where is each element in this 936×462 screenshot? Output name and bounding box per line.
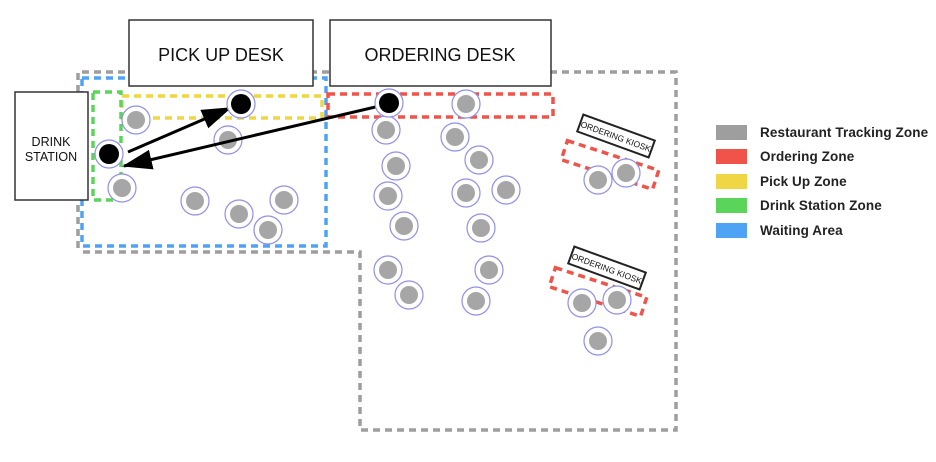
drink-station: DRINK STATION <box>14 91 89 201</box>
person-marker <box>275 191 293 209</box>
legend-label: Drink Station Zone <box>760 198 882 214</box>
person-marker <box>480 261 498 279</box>
person-marker <box>608 291 626 309</box>
pick-up-desk: PICK UP DESK <box>128 19 314 87</box>
legend-swatch-yellow <box>716 173 747 189</box>
people-markers <box>107 89 641 356</box>
ordering-desk: ORDERING DESK <box>329 19 552 87</box>
tracked-person-marker <box>379 93 399 113</box>
person-marker <box>186 192 204 210</box>
person-marker <box>219 131 237 149</box>
person-marker <box>497 181 515 199</box>
legend-item-drink-station-zone: Drink Station Zone <box>716 194 928 219</box>
person-marker <box>377 121 395 139</box>
person-marker <box>467 292 485 310</box>
legend-item-ordering-zone: Ordering Zone <box>716 145 928 170</box>
person-marker <box>259 221 277 239</box>
person-marker <box>470 151 488 169</box>
person-marker <box>379 187 397 205</box>
legend-swatch-green <box>716 198 747 214</box>
legend-label: Restaurant Tracking Zone <box>760 124 929 140</box>
person-marker <box>446 128 464 146</box>
drink-station-label-line1: DRINK <box>32 135 72 149</box>
ordering-desk-label: ORDERING DESK <box>364 45 515 65</box>
person-marker <box>230 205 248 223</box>
person-marker <box>457 95 475 113</box>
person-marker <box>113 179 131 197</box>
person-marker <box>395 217 413 235</box>
tracked-person-marker <box>99 144 119 164</box>
path-arrow-drink-to-pickup <box>127 106 232 154</box>
path-arrow-ordering-to-drink <box>122 102 389 170</box>
legend: Restaurant Tracking Zone Ordering Zone P… <box>716 120 928 243</box>
person-marker <box>472 219 490 237</box>
drink-station-label-line2: STATION <box>25 150 77 164</box>
legend-item-pick-up-zone: Pick Up Zone <box>716 169 928 194</box>
person-marker <box>400 286 418 304</box>
person-marker <box>457 184 475 202</box>
tracked-people <box>94 88 404 169</box>
legend-label: Ordering Zone <box>760 149 855 165</box>
pick-up-desk-label: PICK UP DESK <box>158 45 284 65</box>
legend-swatch-blue <box>716 222 747 238</box>
person-marker <box>387 157 405 175</box>
ordering-kiosk-1: ORDERING KIOSK <box>575 113 657 159</box>
person-marker <box>573 294 591 312</box>
ordering-zone <box>326 92 555 119</box>
legend-swatch-red <box>716 149 747 165</box>
drink-station-zone <box>91 90 123 202</box>
person-marker <box>617 164 635 182</box>
legend-item-tracking-zone: Restaurant Tracking Zone <box>716 120 928 145</box>
person-marker <box>589 332 607 350</box>
tracked-person-marker <box>231 94 251 114</box>
person-marker <box>127 111 145 129</box>
person-marker <box>589 171 607 189</box>
pick-up-zone <box>120 94 324 120</box>
legend-label: Waiting Area <box>760 222 843 238</box>
legend-item-waiting-area: Waiting Area <box>716 218 928 243</box>
restaurant-tracking-zone <box>76 70 678 432</box>
legend-label: Pick Up Zone <box>760 173 847 189</box>
person-marker <box>379 261 397 279</box>
legend-swatch-gray <box>716 124 747 140</box>
